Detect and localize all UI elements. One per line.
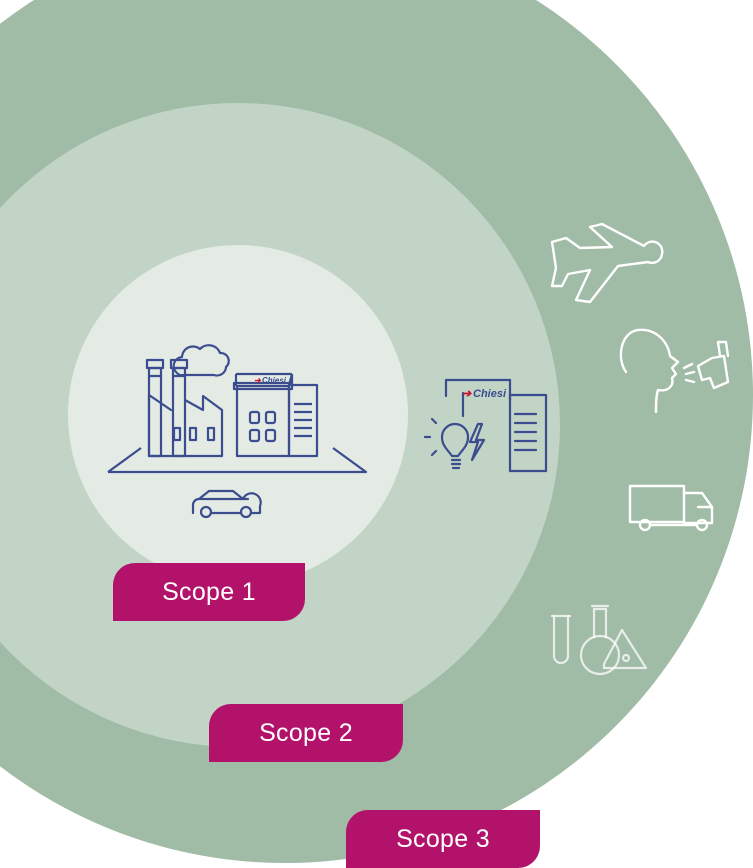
car-icon — [191, 489, 262, 519]
logo-text: Chiesi — [262, 376, 287, 385]
airplane-icon — [550, 222, 664, 304]
logo-text: Chiesi — [473, 388, 507, 400]
svg-text:➔: ➔ — [462, 388, 472, 400]
scope-3-button[interactable]: Scope 3 — [346, 810, 540, 868]
electricity-building-icon — [423, 378, 548, 473]
scope-2-button[interactable]: Scope 2 — [209, 704, 403, 762]
lab-flasks-icon — [550, 604, 648, 676]
svg-text:➔: ➔ — [254, 376, 262, 385]
chiesi-logo-scope1: ➔ Chiesi — [254, 376, 287, 385]
scope-3-label: Scope 3 — [396, 824, 490, 853]
factory-icon — [145, 344, 230, 458]
scope-2-label: Scope 2 — [259, 718, 353, 747]
chiesi-logo-scope2: ➔ Chiesi — [462, 388, 507, 400]
inhaler-patient-icon — [619, 328, 730, 414]
scope-1-button[interactable]: Scope 1 — [113, 563, 305, 621]
truck-icon — [628, 484, 714, 532]
scope-1-label: Scope 1 — [162, 577, 256, 606]
ground-line — [107, 447, 368, 474]
office-building-icon — [232, 372, 319, 458]
